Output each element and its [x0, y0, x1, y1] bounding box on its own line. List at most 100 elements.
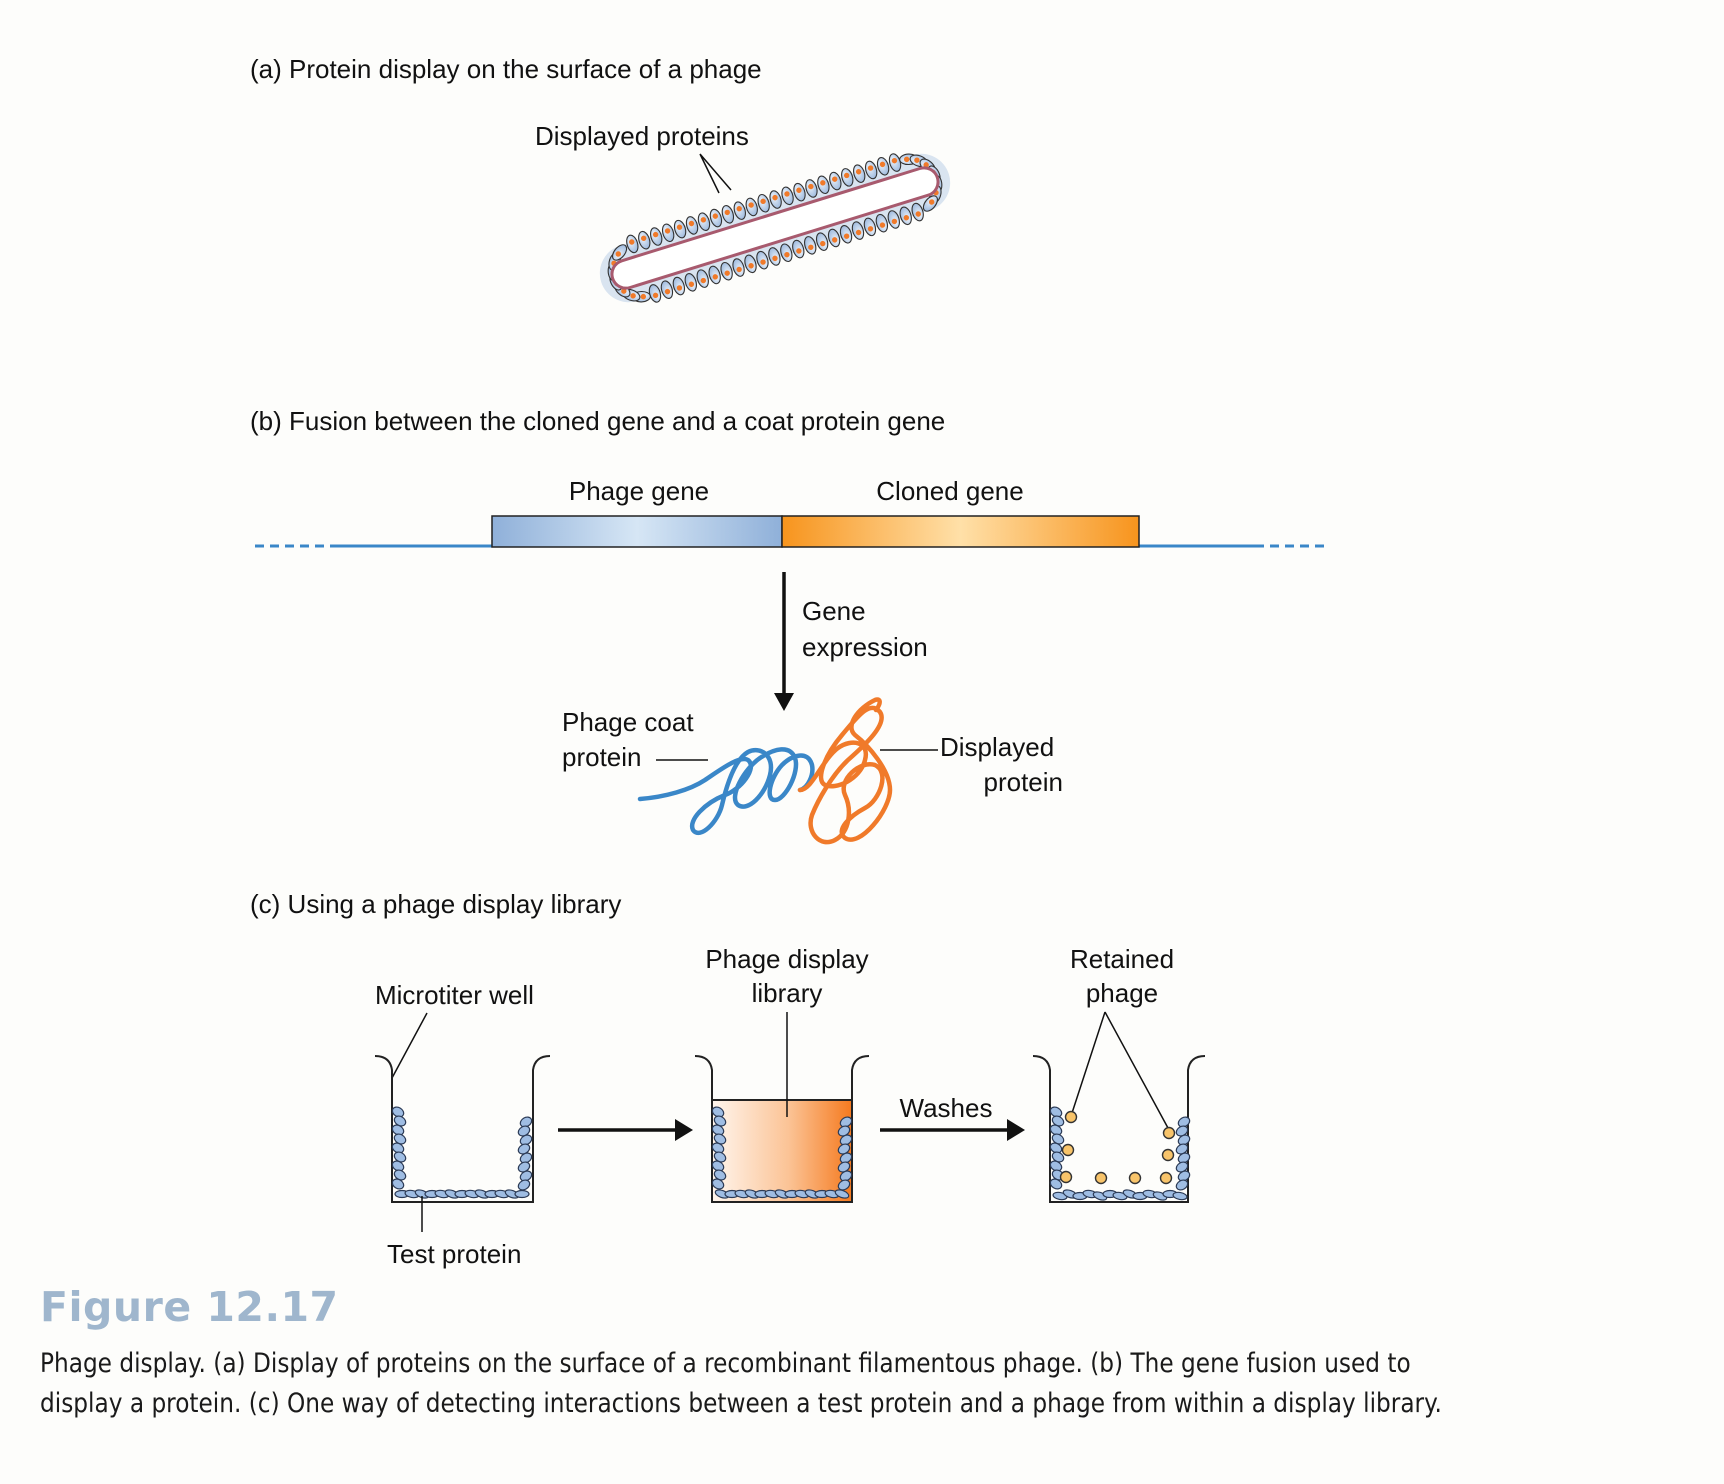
test-protein-layer-1: [391, 1106, 533, 1199]
coat-protein-unit: [638, 230, 651, 250]
coat-protein-unit: [804, 236, 817, 255]
figure-title: Figure 12.17: [40, 1283, 339, 1331]
coat-protein-unit: [792, 239, 805, 259]
displayed-protein-label-line2: protein: [984, 767, 1064, 797]
coat-protein-unit: [793, 182, 806, 202]
coat-protein-unit: [781, 186, 794, 206]
retained-phage-label-line2: phage: [1086, 978, 1158, 1008]
test-protein-blob: [391, 1106, 405, 1118]
microtiter-well-1: [374, 1055, 551, 1203]
filamentous-phage: [599, 153, 951, 303]
coat-protein-unit: [660, 280, 674, 300]
coat-protein-unit: [673, 219, 687, 239]
microtiter-well-label: Microtiter well: [375, 980, 534, 1010]
coat-protein-unit: [721, 205, 735, 224]
panel-a-title: (a) Protein display on the surface of a …: [250, 54, 762, 84]
coat-protein-unit: [684, 273, 697, 292]
test-protein-blob: [711, 1124, 725, 1136]
gene-expression-label-line2: expression: [802, 632, 928, 662]
coat-protein-unit: [815, 232, 829, 251]
coat-protein-unit: [863, 217, 877, 237]
coat-protein-unit: [708, 265, 721, 285]
coat-protein-unit: [769, 190, 782, 209]
retained-phage-particles: [1059, 1110, 1176, 1185]
coat-protein-unit: [899, 206, 912, 226]
test-protein-blob: [711, 1178, 725, 1190]
coat-protein-unit: [696, 269, 709, 288]
coat-protein-unit: [839, 224, 853, 244]
test-protein-blob: [519, 1116, 533, 1128]
phage-coat-label-line1: Phage coat: [562, 707, 694, 737]
phage-capsid-outline: [610, 166, 940, 290]
test-protein-blob: [517, 1179, 531, 1191]
microtiter-well-3: [1032, 1055, 1206, 1203]
microtiter-well-2: [694, 1055, 870, 1203]
coat-protein-unit: [709, 208, 723, 228]
test-protein-blob: [1049, 1106, 1063, 1118]
test-protein-blob: [711, 1160, 725, 1172]
phage-library-label-line1: Phage display: [705, 944, 868, 974]
test-protein-blob: [391, 1142, 405, 1154]
coat-protein-unit: [780, 243, 793, 263]
coat-protein-unit: [672, 276, 686, 296]
phage-library-label-line2: library: [752, 978, 823, 1008]
coat-protein-unit: [661, 223, 675, 243]
coat-protein-unit: [922, 195, 938, 212]
test-protein-blob: [839, 1152, 853, 1164]
displayed-protein-label-line1: Displayed: [940, 732, 1054, 762]
coat-protein-unit: [853, 164, 866, 183]
coat-protein-unit: [817, 175, 830, 195]
test-protein-blob: [1177, 1152, 1191, 1164]
panel-c-title: (c) Using a phage display library: [250, 889, 621, 919]
coat-protein-unit: [685, 216, 699, 235]
test-protein-blob: [391, 1124, 405, 1136]
coat-protein-unit: [756, 250, 769, 270]
coat-protein-unit: [626, 234, 639, 254]
test-protein-blob: [391, 1160, 405, 1172]
test-protein-blob: [391, 1178, 405, 1190]
coat-protein-unit: [829, 171, 842, 191]
test-protein-blob: [1049, 1124, 1063, 1136]
test-protein-blob: [1049, 1160, 1063, 1172]
displayed-protein-chain: [797, 697, 893, 845]
test-protein-blob: [1177, 1116, 1191, 1128]
displayed-proteins-label: Displayed proteins: [535, 121, 749, 151]
phage-coat-protein-chain: [637, 747, 815, 835]
test-protein-blob: [1172, 1191, 1188, 1201]
test-protein-label: Test protein: [387, 1239, 521, 1269]
coat-protein-unit: [612, 244, 628, 261]
microtiter-well-pointer: [391, 1012, 428, 1079]
test-protein-blob: [1177, 1134, 1191, 1146]
test-protein-blob: [837, 1179, 851, 1191]
test-protein-blob: [711, 1142, 725, 1154]
phage-coat-label-line2: protein: [562, 742, 642, 772]
test-protein-blob: [514, 1189, 530, 1199]
test-protein-blob: [839, 1134, 853, 1146]
coat-protein-unit: [876, 156, 890, 176]
test-protein-layer-2: [711, 1106, 853, 1199]
displayed-proteins-pointer: [699, 153, 732, 194]
coat-protein-unit: [697, 212, 711, 232]
coat-protein-unit: [650, 227, 663, 246]
coat-protein-unit: [768, 247, 781, 266]
test-protein-blob: [711, 1106, 725, 1118]
coat-protein-unit: [864, 160, 878, 180]
test-protein-blob: [1177, 1170, 1191, 1182]
coat-protein-unit: [841, 168, 854, 187]
cloned-gene-label: Cloned gene: [876, 476, 1023, 506]
test-protein-blob: [519, 1134, 533, 1146]
coat-protein-unit: [720, 261, 733, 281]
test-protein-blob: [1049, 1142, 1063, 1154]
coat-protein-unit: [744, 254, 757, 274]
coat-protein-unit: [887, 210, 900, 229]
test-protein-blob: [1175, 1179, 1189, 1191]
gene-expression-label-line1: Gene: [802, 596, 866, 626]
phage-gene-label: Phage gene: [569, 476, 709, 506]
coat-protein-unit: [733, 201, 746, 220]
coat-protein-unit: [911, 202, 924, 222]
figure-caption: Phage display. (a) Display of proteins o…: [40, 1348, 1442, 1419]
test-protein-blob: [519, 1152, 533, 1164]
retained-phage-label-line1: Retained: [1070, 944, 1174, 974]
coat-protein-unit: [757, 193, 770, 213]
